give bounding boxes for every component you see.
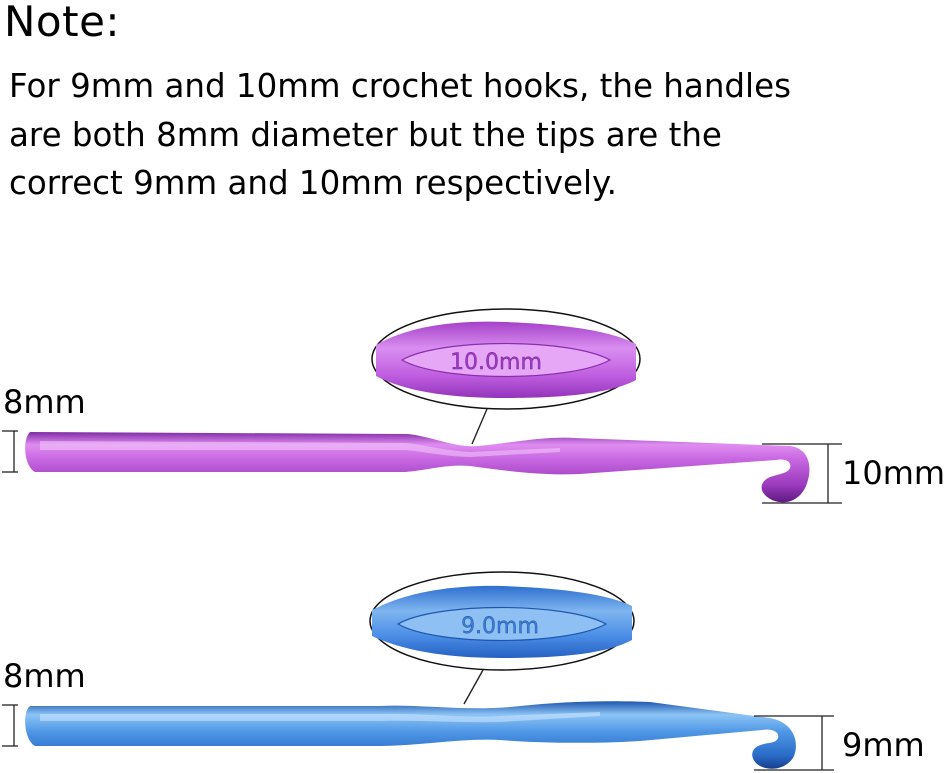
blue-tip-dimension xyxy=(754,715,834,771)
note-title: Note: xyxy=(4,0,121,46)
purple-engraving-plate xyxy=(400,342,612,378)
purple-engraving-zoom: 10.0mm xyxy=(371,308,641,445)
note-text: For 9mm and 10mm crochet hooks, the hand… xyxy=(9,62,939,208)
note-line: are both 8mm diameter but the tips are t… xyxy=(9,115,722,154)
blue-hook-9mm xyxy=(25,701,796,769)
blue-engraving-zoom: 9.0mm xyxy=(369,571,635,705)
blue-engraving-text: 9.0mm xyxy=(461,614,539,639)
purple-hook-highlight xyxy=(40,441,560,457)
purple-handle-label: 8mm xyxy=(3,383,86,421)
purple-handle-dimension xyxy=(2,430,18,473)
blue-handle-dimension xyxy=(2,704,18,747)
note-line: correct 9mm and 10mm respectively. xyxy=(9,164,617,202)
blue-engraving-plate xyxy=(396,606,608,642)
purple-hook-10mm xyxy=(25,432,810,503)
note-line: For 9mm and 10mm crochet hooks, the hand… xyxy=(9,67,791,105)
blue-hook-body xyxy=(25,701,796,769)
purple-tip-dimension xyxy=(762,443,842,504)
blue-tip-label: 9mm xyxy=(842,726,925,764)
purple-tip-label: 10mm xyxy=(842,454,946,492)
blue-hook-highlight xyxy=(40,712,600,723)
purple-engraving-text: 10.0mm xyxy=(450,350,542,375)
blue-handle-label: 8mm xyxy=(3,657,86,695)
